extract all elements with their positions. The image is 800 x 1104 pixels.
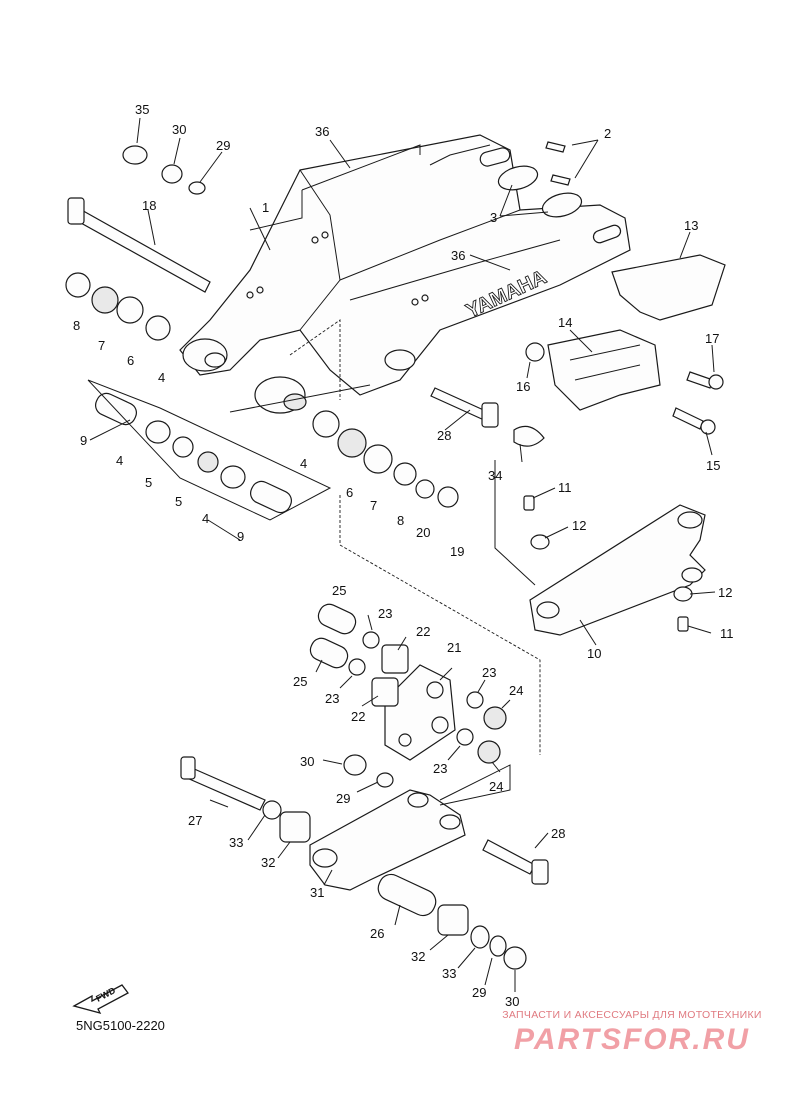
callout-8: 8 <box>397 513 404 528</box>
callout-20: 20 <box>416 525 430 540</box>
callout-23: 23 <box>482 665 496 680</box>
callout-10: 10 <box>587 646 601 661</box>
callout-23: 23 <box>378 606 392 621</box>
callout-11: 11 <box>558 480 572 495</box>
relay-link <box>309 789 466 891</box>
callout-14: 14 <box>558 315 572 330</box>
callout-23: 23 <box>325 691 339 706</box>
watermark: ЗАПЧАСТИ И АКСЕССУАРЫ ДЛЯ МОТОТЕХНИКИ PA… <box>482 1009 782 1057</box>
bolt-27 <box>180 756 266 811</box>
callout-33: 33 <box>442 966 456 981</box>
callout-4: 4 <box>300 456 307 471</box>
callout-18: 18 <box>142 198 156 213</box>
watermark-tagline: ЗАПЧАСТИ И АКСЕССУАРЫ ДЛЯ МОТОТЕХНИКИ <box>502 1009 762 1021</box>
callout-6: 6 <box>346 485 353 500</box>
callout-1: 1 <box>262 200 269 215</box>
callout-23: 23 <box>433 761 447 776</box>
chain-support <box>547 329 661 411</box>
callout-22: 22 <box>351 709 365 724</box>
callout-24: 24 <box>509 683 523 698</box>
bolt-28-lower <box>482 839 549 885</box>
callout-6: 6 <box>127 353 134 368</box>
callout-7: 7 <box>98 338 105 353</box>
callout-27: 27 <box>188 813 202 828</box>
callout-3: 3 <box>490 210 497 225</box>
callout-4: 4 <box>158 370 165 385</box>
callout-31: 31 <box>310 885 324 900</box>
callout-19: 19 <box>450 544 464 559</box>
callout-35: 35 <box>135 102 149 117</box>
callout-33: 33 <box>229 835 243 850</box>
callout-8: 8 <box>73 318 80 333</box>
fwd-arrow-icon: FWD <box>72 984 129 1014</box>
callout-2: 2 <box>604 126 611 141</box>
callout-34: 34 <box>488 468 502 483</box>
callout-numbers: 1 2 3 4 4 4 4 5 5 6 6 7 7 8 8 9 9 10 11 … <box>73 102 734 1009</box>
callout-4: 4 <box>202 511 209 526</box>
callout-16: 16 <box>516 379 530 394</box>
callout-4: 4 <box>116 453 123 468</box>
callout-32: 32 <box>261 855 275 870</box>
callout-30: 30 <box>300 754 314 769</box>
leader-lines <box>87 117 716 992</box>
callout-15: 15 <box>706 458 720 473</box>
callout-36: 36 <box>451 248 465 263</box>
callout-25: 25 <box>293 674 307 689</box>
chain-guide <box>611 254 726 321</box>
callout-29: 29 <box>336 791 350 806</box>
callout-29: 29 <box>472 985 486 1000</box>
callout-17: 17 <box>705 331 719 346</box>
callout-9: 9 <box>237 529 244 544</box>
pivot-shaft <box>67 197 211 293</box>
small-parts <box>65 141 724 970</box>
callout-28: 28 <box>437 428 451 443</box>
callout-25: 25 <box>332 583 346 598</box>
callout-32: 32 <box>411 949 425 964</box>
callout-29: 29 <box>216 138 230 153</box>
callout-21: 21 <box>447 640 461 655</box>
watermark-logo: PARTSFOR.RU <box>514 1023 750 1056</box>
callout-24: 24 <box>489 779 503 794</box>
callout-12: 12 <box>572 518 586 533</box>
callout-30: 30 <box>172 122 186 137</box>
bolt-28-upper <box>430 387 499 428</box>
callout-5: 5 <box>145 475 152 490</box>
callout-7: 7 <box>370 498 377 513</box>
callout-26: 26 <box>370 926 384 941</box>
callout-5: 5 <box>175 494 182 509</box>
callout-28: 28 <box>551 826 565 841</box>
callout-36: 36 <box>315 124 329 139</box>
callout-12: 12 <box>718 585 732 600</box>
diagram-code: 5NG5100-2220 <box>76 1018 165 1033</box>
callout-9: 9 <box>80 433 87 448</box>
callout-22: 22 <box>416 624 430 639</box>
callout-13: 13 <box>684 218 698 233</box>
relay-arm <box>529 504 706 636</box>
callout-30: 30 <box>505 994 519 1009</box>
callout-11: 11 <box>720 626 734 641</box>
